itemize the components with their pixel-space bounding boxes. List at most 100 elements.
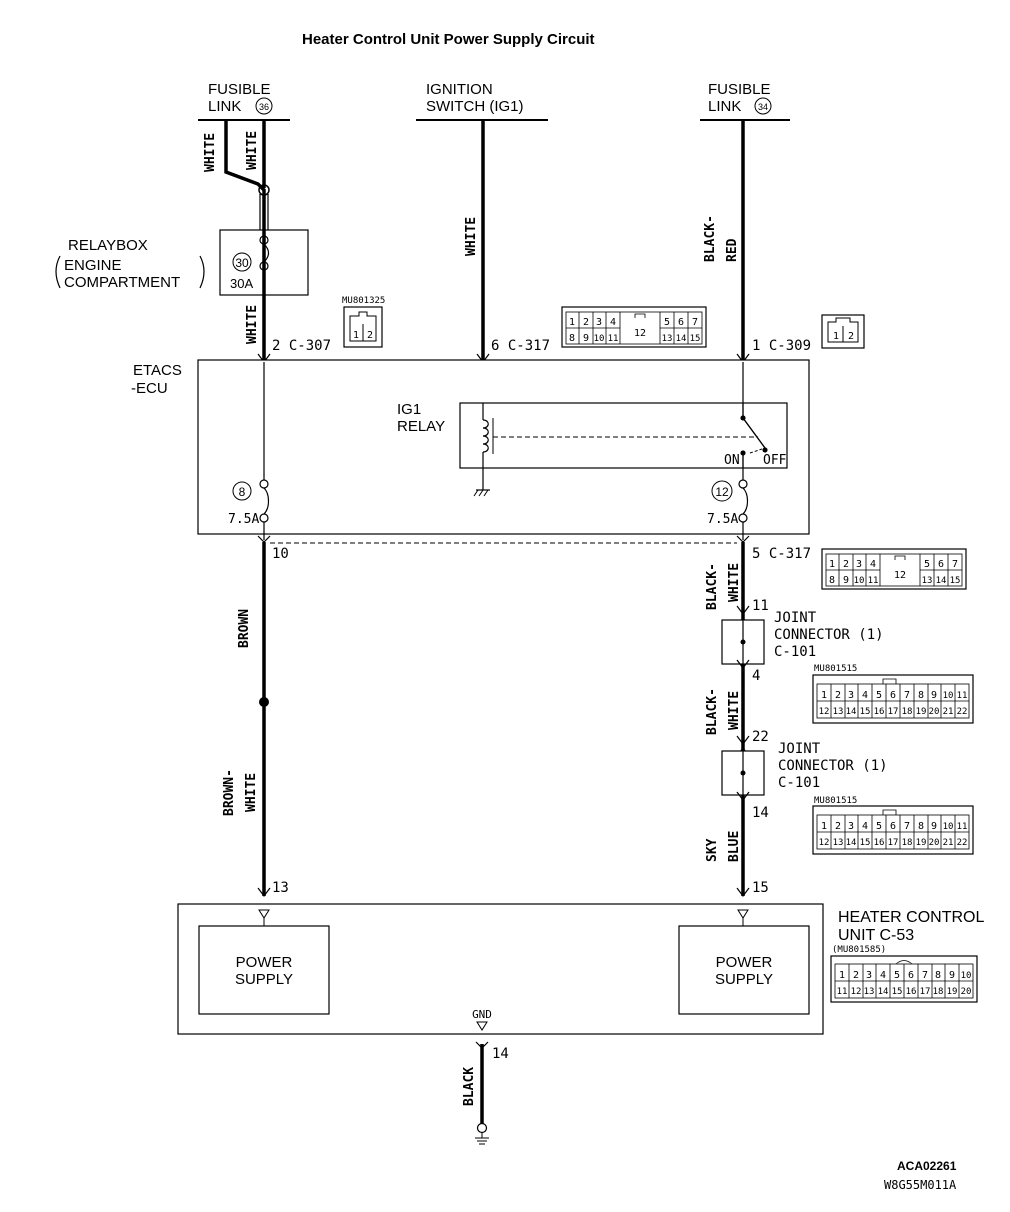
c101b-pin-16: 16 [874,838,885,848]
relaybox-fuse-rating: 30A [230,276,253,291]
c101a-pin-21: 21 [943,707,954,717]
fusible-link-36-line1: FUSIBLE [208,81,271,98]
diagram-title: Heater Control Unit Power Supply Circuit [302,31,595,48]
fusible-link-36-header: FUSIBLE LINK 36 [198,81,290,121]
joint1-pin-out: 4 [752,668,760,684]
joint1-label-1: JOINT [774,610,817,626]
wire-label-sky-blue-1: SKY [705,838,720,862]
c101b-pin-12: 12 [819,838,830,848]
joint2-label-2: CONNECTOR (1) [778,758,888,774]
c101a-pin-19: 19 [916,707,927,717]
c101a-pin-11: 11 [957,691,968,701]
c53-pin-17: 17 [920,987,931,997]
wire-label-black-white-a1: BLACK- [705,563,720,610]
c101b-pin-13: 13 [833,838,844,848]
c101a-pin-10: 10 [943,691,954,701]
c53-pin-12: 12 [851,987,862,997]
joint1-part: MU801515 [814,664,857,674]
c53-pin-20: 20 [961,987,972,997]
etacs-fuse-12-num: 12 [715,485,729,499]
c101a-pin-6: 6 [890,690,896,701]
power-supply-right-line2: SUPPLY [715,971,773,988]
ig1-relay-label-1: IG1 [397,401,421,418]
c317-top-pin-5: 5 [664,317,670,328]
brown-wire [257,542,271,897]
figure-code-2: W8G55M011A [884,1178,957,1192]
wire-label-brown-white-1: BROWN- [222,769,237,816]
joint2-part: MU801515 [814,796,857,806]
fusible-link-36-line2: LINK [208,98,241,115]
wire-label-white-d: WHITE [464,217,479,256]
c317-mid-pin-10: 10 [854,576,865,586]
c317-top-pin-11: 11 [608,334,619,344]
c307-label: 2 C-307 [272,338,331,354]
wire-label-black-red-2: RED [725,238,740,262]
etacs-fuse-8-num: 8 [239,485,246,499]
c53-pin-8: 8 [935,970,941,981]
joint2-label-1: JOINT [778,741,821,757]
c317-mid-pin-9: 9 [843,575,849,586]
c101b-pin-5: 5 [876,821,882,832]
c317-top-pin-6: 6 [678,317,684,328]
etacs-fuse-12-rating: 7.5A [707,512,738,527]
etacs-ecu-box [197,359,810,535]
heater-pin-13: 13 [272,880,289,896]
c309-pin-2: 2 [848,331,854,342]
c53-pin-19: 19 [947,987,958,997]
c317-top-pin-9: 9 [583,333,589,344]
c317-top-pin-13: 13 [662,334,673,344]
power-supply-left-box [198,925,330,1015]
etacs-label-2: -ECU [131,380,168,397]
c101b-pin-7: 7 [904,821,910,832]
power-supply-right-box [678,925,810,1015]
c317-top-pin-2: 2 [583,317,589,328]
c317-mid-connector-face: 1 2 3 4 5 6 7 8 9 10 11 12 13 14 15 [821,548,967,590]
c309-label: 1 C-309 [752,338,811,354]
power-supply-left-line2: SUPPLY [235,971,293,988]
c101b-pin-3: 3 [848,821,854,832]
power-supply-right-line1: POWER [716,954,773,971]
wire-label-brown-white-2: WHITE [244,773,259,812]
c309-connector-face: 1 2 [821,314,865,349]
c101b-pin-19: 19 [916,838,927,848]
fusible-link-36-num: 36 [259,102,269,112]
etacs-pin-5-c317: 5 C-317 [752,546,811,562]
c53-pin-14: 14 [878,987,889,997]
fusible-link-34-line1: FUSIBLE [708,81,771,98]
wire-label-white-a: WHITE [203,133,218,172]
c101b-pin-21: 21 [943,838,954,848]
c101a-pin-18: 18 [902,707,913,717]
c53-pin-15: 15 [892,987,903,997]
c53-pin-6: 6 [908,970,914,981]
c101b-pin-11: 11 [957,822,968,832]
fusible-link-34-line2: LINK [708,98,741,115]
c101b-pin-18: 18 [902,838,913,848]
heater-unit-label-1: HEATER CONTROL [838,909,984,926]
c101b-pin-9: 9 [931,821,937,832]
c317-top-pin-10: 10 [594,334,605,344]
c317-top-pin-7: 7 [692,317,698,328]
c101a-pin-20: 20 [929,707,940,717]
c101b-pin-17: 17 [888,838,899,848]
wire-label-brown: BROWN [237,609,252,648]
etacs-output-pins [257,535,750,544]
joint2-pin-in: 22 [752,729,769,745]
c317-top-pin-3: 3 [596,317,602,328]
c53-pin-5: 5 [894,970,900,981]
c101b-pin-14: 14 [846,838,857,848]
etacs-fuse-8-rating: 7.5A [228,512,259,527]
c101b-pin-10: 10 [943,822,954,832]
c53-pin-3: 3 [866,970,872,981]
c101a-pin-7: 7 [904,690,910,701]
wire-label-black: BLACK [462,1067,477,1106]
c317-mid-pin-7: 7 [952,559,958,570]
c101-connector-face-1: 1 2 3 4 5 6 7 8 9 10 11 12 13 14 15 16 1… [812,674,974,724]
wire-label-white-c: WHITE [245,305,260,344]
wire-label-black-white-a2: WHITE [727,563,742,602]
etacs-label-1: ETACS [133,362,182,379]
fusible-link-34-num: 34 [758,102,768,112]
c101b-pin-4: 4 [862,821,868,832]
c101a-pin-16: 16 [874,707,885,717]
ignition-line1: IGNITION [426,81,493,98]
